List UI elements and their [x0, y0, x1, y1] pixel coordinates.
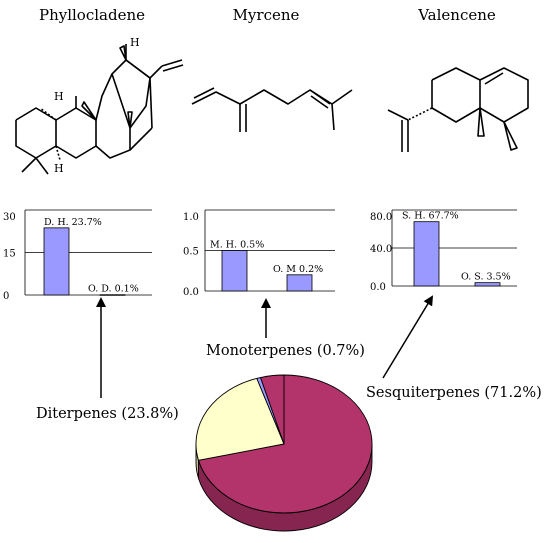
- bar: [221, 250, 248, 292]
- h-label-3: H: [54, 162, 64, 175]
- valencene-structure: [387, 67, 529, 152]
- h-label-2: H: [130, 36, 140, 49]
- y-tick-label: 40.0: [370, 244, 392, 255]
- y-tick-label: 0.0: [370, 282, 386, 293]
- bar-data-label: O. D. 0.1%: [88, 284, 139, 295]
- y-tick-label: 80.0: [370, 212, 392, 223]
- arrow-sesquiterpenes: [382, 295, 434, 379]
- pie-slice-diterpenes: [195, 377, 285, 461]
- bar-data-label: S. H. 67.7%: [402, 211, 459, 222]
- bar: [474, 282, 501, 287]
- label-diterpenes: Diterpenes (23.8%): [36, 406, 179, 422]
- title-phyllocladene: Phyllocladene: [39, 6, 145, 24]
- pie-slice-sesquiterpenes: [197, 374, 373, 514]
- pie-chart: [195, 374, 373, 532]
- title-myrcene: Myrcene: [233, 6, 300, 24]
- y-tick-label: 0.5: [183, 247, 199, 258]
- pie-slice-other: [259, 374, 285, 445]
- phyllocladene-structure: [15, 44, 184, 175]
- y-tick-label: 0: [3, 291, 9, 302]
- bar: [413, 221, 440, 287]
- label-sesquiterpenes: Sesquiterpenes (71.2%): [366, 385, 542, 401]
- title-valencene: Valencene: [417, 6, 496, 24]
- bar-data-label: D. H. 23.7%: [44, 217, 102, 228]
- bar-data-label: O. M 0.2%: [273, 264, 323, 275]
- bar: [286, 274, 313, 292]
- y-tick-label: 1.0: [183, 212, 199, 223]
- bar: [43, 227, 70, 296]
- bar-chart-sesquiterpenes: 80.0 40.0 0.0 S. H. 67.7% O. S. 3.5%: [370, 209, 517, 293]
- y-tick-label: 0.0: [183, 287, 199, 298]
- y-tick-label: 30: [3, 212, 16, 223]
- bar-data-label: O. S. 3.5%: [461, 272, 511, 283]
- bar-data-label: M. H. 0.5%: [210, 240, 264, 251]
- label-monoterpenes: Monoterpenes (0.7%): [206, 343, 365, 359]
- bar-chart-monoterpenes: 1.0 0.5 0.0 M. H. 0.5% O. M 0.2%: [183, 209, 335, 298]
- bar: [99, 294, 126, 296]
- y-tick-label: 15: [3, 249, 16, 260]
- myrcene-structure: [191, 87, 353, 132]
- bar-chart-diterpenes: 30 15 0 D. H. 23.7% O. D. 0.1%: [3, 209, 152, 302]
- h-label-1: H: [54, 90, 64, 103]
